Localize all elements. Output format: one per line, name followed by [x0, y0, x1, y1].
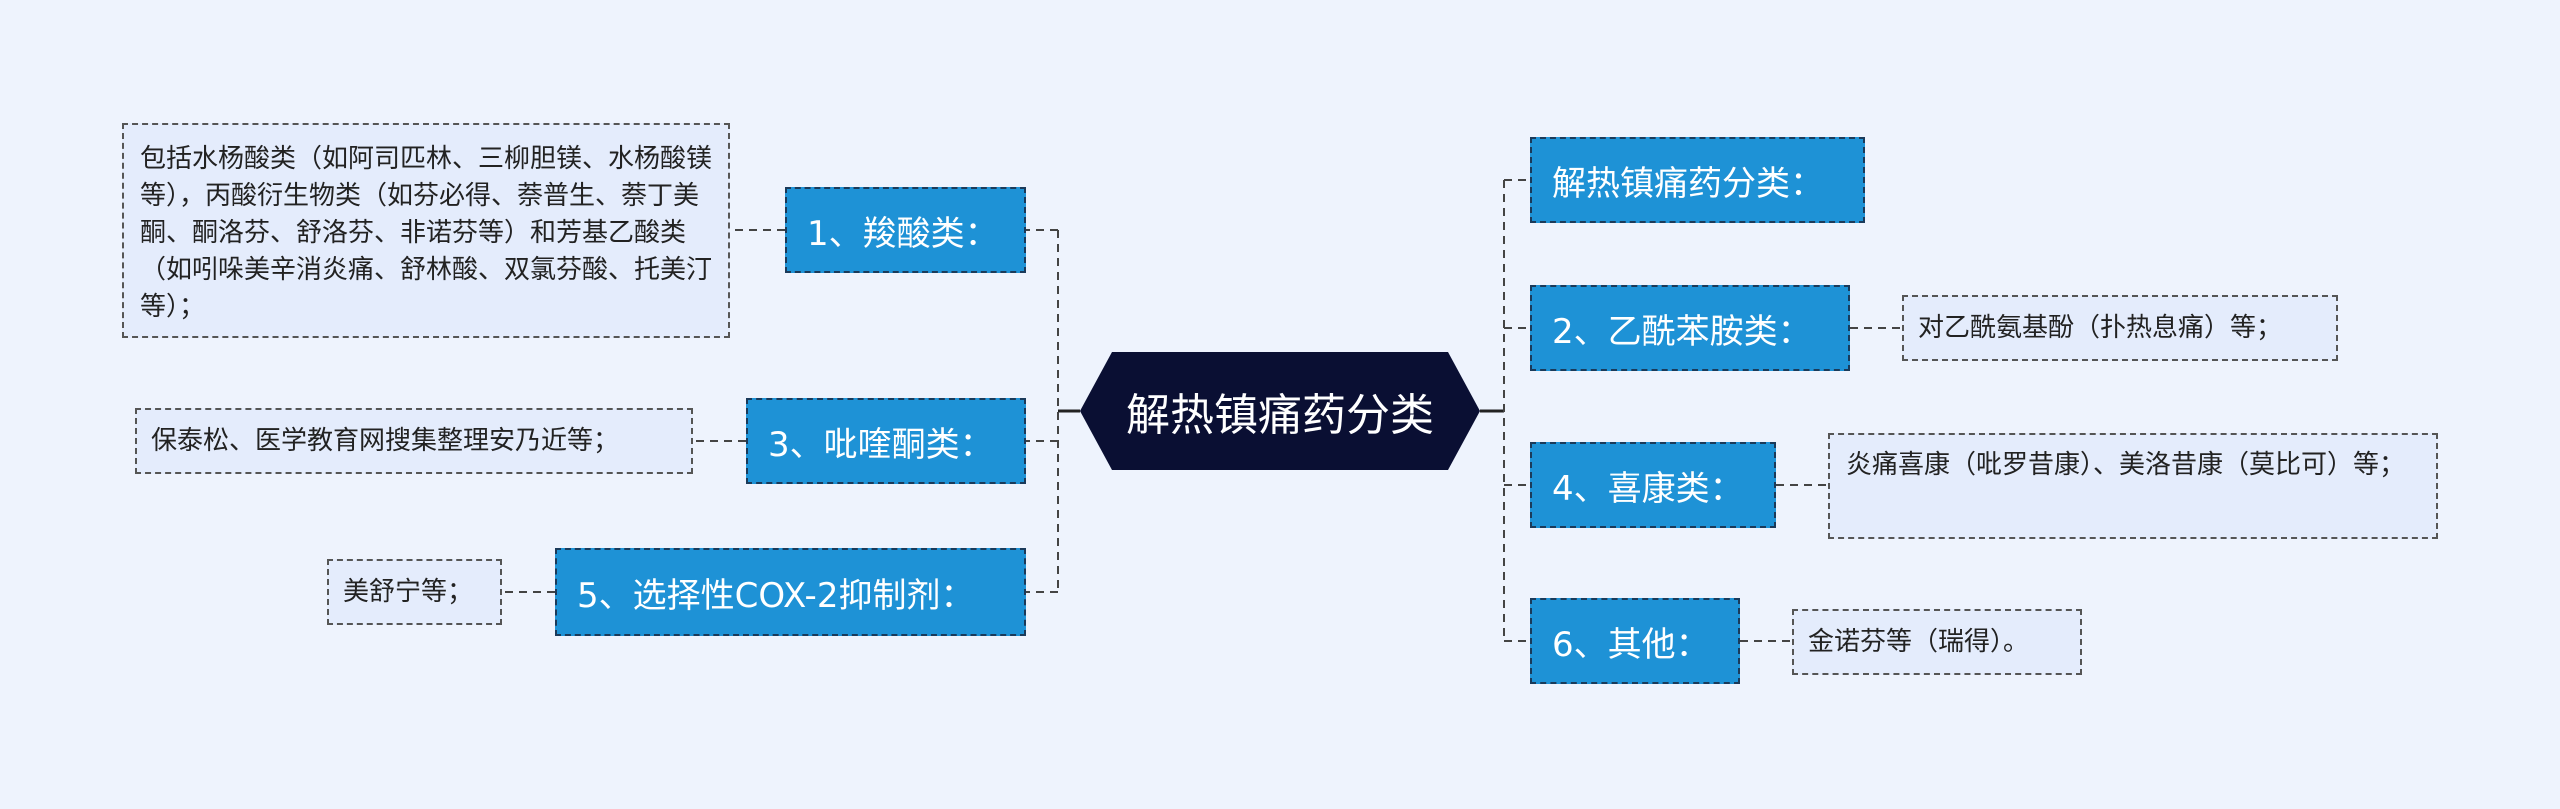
category-node-classification[interactable]: 解热镇痛药分类： [1530, 137, 1865, 223]
category-node-carboxylic-acids[interactable]: 1、羧酸类： [785, 187, 1026, 273]
category-node-oxicams[interactable]: 4、喜康类： [1530, 442, 1776, 528]
detail-node-oxicams[interactable]: 炎痛喜康（吡罗昔康）、美洛昔康（莫比可）等； [1828, 433, 2438, 539]
category-label: 2、乙酰苯胺类： [1552, 311, 1812, 352]
detail-text: 包括水杨酸类（如阿司匹林、三柳胆镁、水杨酸镁等），丙酸衍生物类（如芬必得、萘普生… [140, 144, 713, 322]
category-label: 1、羧酸类： [807, 213, 999, 254]
detail-text: 金诺芬等（瑞得）。 [1808, 626, 2030, 657]
category-label: 解热镇痛药分类： [1552, 163, 1824, 204]
category-node-others[interactable]: 6、其他： [1530, 598, 1740, 684]
category-node-cox2-inhibitors[interactable]: 5、选择性COX-2抑制剂： [555, 548, 1026, 636]
detail-text: 保泰松、医学教育网搜集整理安乃近等； [151, 425, 620, 456]
category-label: 3、吡喹酮类： [768, 424, 994, 465]
detail-node-acetanilide[interactable]: 对乙酰氨基酚（扑热息痛）等； [1902, 295, 2338, 361]
detail-node-pyrazolone[interactable]: 保泰松、医学教育网搜集整理安乃近等； [135, 408, 693, 474]
category-label: 4、喜康类： [1552, 468, 1744, 509]
detail-node-others[interactable]: 金诺芬等（瑞得）。 [1792, 609, 2082, 675]
detail-node-cox2-inhibitors[interactable]: 美舒宁等； [327, 559, 502, 625]
detail-text: 美舒宁等； [343, 576, 474, 607]
category-label: 5、选择性COX-2抑制剂： [577, 575, 975, 616]
category-node-acetanilide[interactable]: 2、乙酰苯胺类： [1530, 285, 1850, 371]
category-label: 6、其他： [1552, 624, 1710, 665]
center-node[interactable]: 解热镇痛药分类 [1080, 352, 1480, 470]
detail-text: 炎痛喜康（吡罗昔康）、美洛昔康（莫比可）等； [1846, 450, 2406, 480]
category-node-pyrazolone[interactable]: 3、吡喹酮类： [746, 398, 1026, 484]
center-label: 解热镇痛药分类 [1126, 390, 1434, 441]
detail-text: 对乙酰氨基酚（扑热息痛）等； [1918, 312, 2283, 343]
detail-node-carboxylic-acids[interactable]: 包括水杨酸类（如阿司匹林、三柳胆镁、水杨酸镁等），丙酸衍生物类（如芬必得、萘普生… [122, 123, 730, 338]
